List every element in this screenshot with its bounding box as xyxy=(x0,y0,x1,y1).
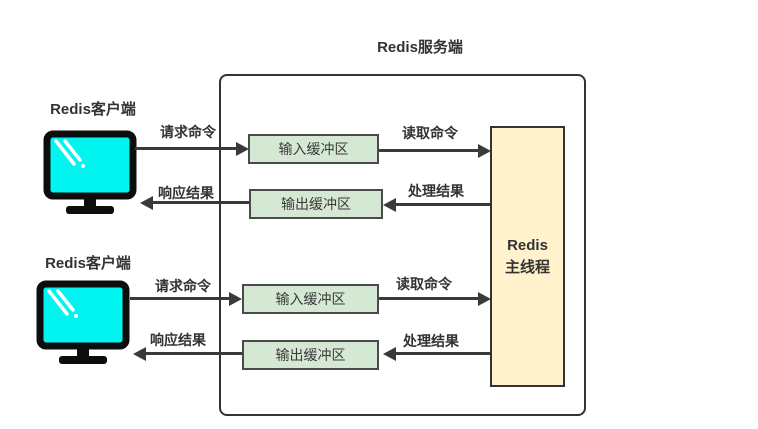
response-label-1: 响应结果 xyxy=(158,185,214,201)
arrow-line-request-1 xyxy=(135,147,237,150)
request-label-2: 请求命令 xyxy=(155,278,211,294)
client-2-monitor-icon xyxy=(36,280,130,364)
arrowhead-read-2 xyxy=(478,292,491,306)
input-buffer-1: 输入缓冲区 xyxy=(248,134,379,164)
arrowhead-request-1 xyxy=(236,142,249,156)
output-buffer-1: 输出缓冲区 xyxy=(249,189,383,219)
arrow-line-read-1 xyxy=(379,149,479,152)
arrow-line-response-1 xyxy=(152,201,249,204)
arrow-line-process-2 xyxy=(395,352,490,355)
process-label-1: 处理结果 xyxy=(408,183,464,199)
arrowhead-process-1 xyxy=(383,198,396,212)
request-label-1: 请求命令 xyxy=(160,124,216,140)
arrow-line-read-2 xyxy=(379,297,479,300)
arrow-line-response-2 xyxy=(145,352,242,355)
main-thread-line2: 主线程 xyxy=(504,258,550,276)
arrowhead-read-1 xyxy=(478,144,491,158)
client-1-label: Redis客户端 xyxy=(50,101,136,118)
process-label-2: 处理结果 xyxy=(403,333,459,349)
read-label-2: 读取命令 xyxy=(396,276,452,292)
read-label-1: 读取命令 xyxy=(402,125,458,141)
client-2-label: Redis客户端 xyxy=(45,255,131,272)
arrowhead-request-2 xyxy=(229,292,242,306)
arrow-line-request-2 xyxy=(130,297,230,300)
redis-main-thread-box: Redis 主线程 xyxy=(490,126,565,387)
output-buffer-2: 输出缓冲区 xyxy=(242,340,379,370)
main-thread-line1: Redis xyxy=(507,236,548,254)
response-label-2: 响应结果 xyxy=(150,332,206,348)
arrowhead-response-2 xyxy=(133,347,146,361)
input-buffer-2: 输入缓冲区 xyxy=(242,284,379,314)
arrowhead-process-2 xyxy=(383,347,396,361)
server-title: Redis服务端 xyxy=(377,39,463,56)
arrow-line-process-1 xyxy=(395,203,490,206)
client-1-monitor-icon xyxy=(43,130,137,214)
arrowhead-response-1 xyxy=(140,196,153,210)
